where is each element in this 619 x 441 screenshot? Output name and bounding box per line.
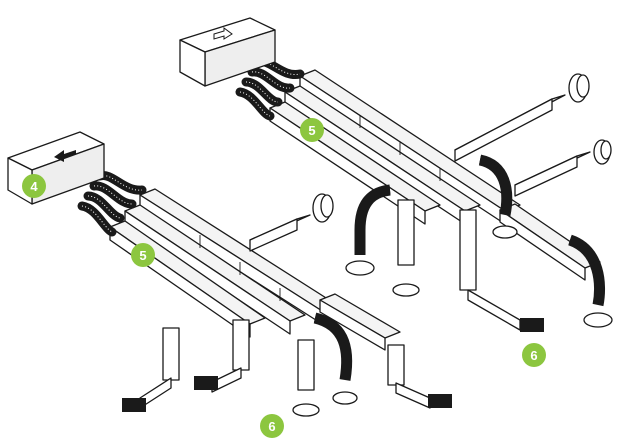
callout-5-lower: 5 bbox=[131, 243, 155, 267]
upper-branch-mid-right bbox=[514, 139, 612, 197]
filled-arrow-icon bbox=[54, 150, 76, 162]
outline-arrow-icon bbox=[213, 27, 233, 40]
upper-drops bbox=[345, 154, 613, 332]
upper-branch-top-right bbox=[454, 73, 590, 162]
callout-6-right: 6 bbox=[522, 343, 546, 367]
callout-6-right-label: 6 bbox=[530, 348, 537, 363]
callout-4-label: 4 bbox=[30, 179, 38, 194]
upper-system bbox=[179, 17, 613, 332]
lower-drops bbox=[122, 312, 452, 417]
callout-6-bottom-label: 6 bbox=[268, 419, 275, 434]
callout-4: 4 bbox=[22, 174, 46, 198]
callout-5-upper-label: 5 bbox=[308, 123, 315, 138]
callout-5-lower-label: 5 bbox=[139, 248, 146, 263]
lower-branch-top-right bbox=[249, 193, 334, 252]
callout-6-bottom: 6 bbox=[260, 414, 284, 438]
upper-ventilation-unit bbox=[179, 17, 276, 87]
callout-5-upper: 5 bbox=[300, 118, 324, 142]
